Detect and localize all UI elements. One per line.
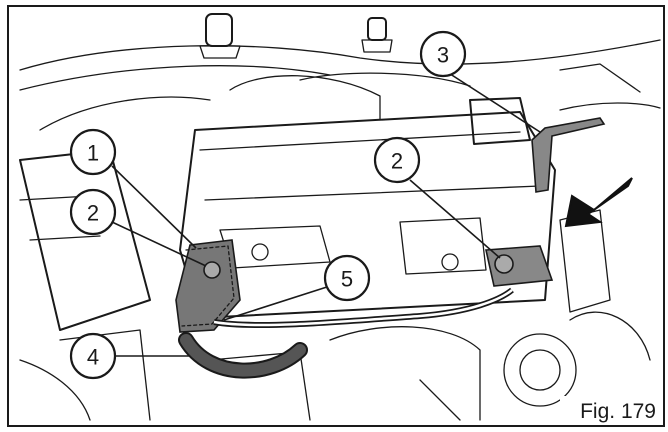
figure-caption: Fig. 179 — [580, 400, 656, 423]
svg-text:5: 5 — [341, 267, 353, 292]
callout-2-right: 2 — [373, 136, 421, 184]
callout-2-left: 2 — [69, 188, 117, 236]
callout-5: 5 — [323, 254, 371, 302]
bolt-left — [203, 261, 221, 279]
svg-text:3: 3 — [437, 43, 449, 68]
callout-4: 4 — [69, 332, 117, 380]
svg-text:4: 4 — [87, 345, 99, 370]
bracket — [531, 117, 606, 193]
bolt-right — [494, 254, 514, 274]
svg-text:2: 2 — [391, 149, 403, 174]
svg-text:1: 1 — [87, 141, 99, 166]
callout-1: 1 — [69, 128, 117, 176]
engine-bay-line-art — [19, 13, 661, 421]
svg-text:2: 2 — [87, 201, 99, 226]
leader-lines — [111, 69, 541, 357]
direction-arrow — [564, 177, 633, 228]
callout-3: 3 — [419, 30, 467, 78]
caption-background — [560, 396, 662, 424]
